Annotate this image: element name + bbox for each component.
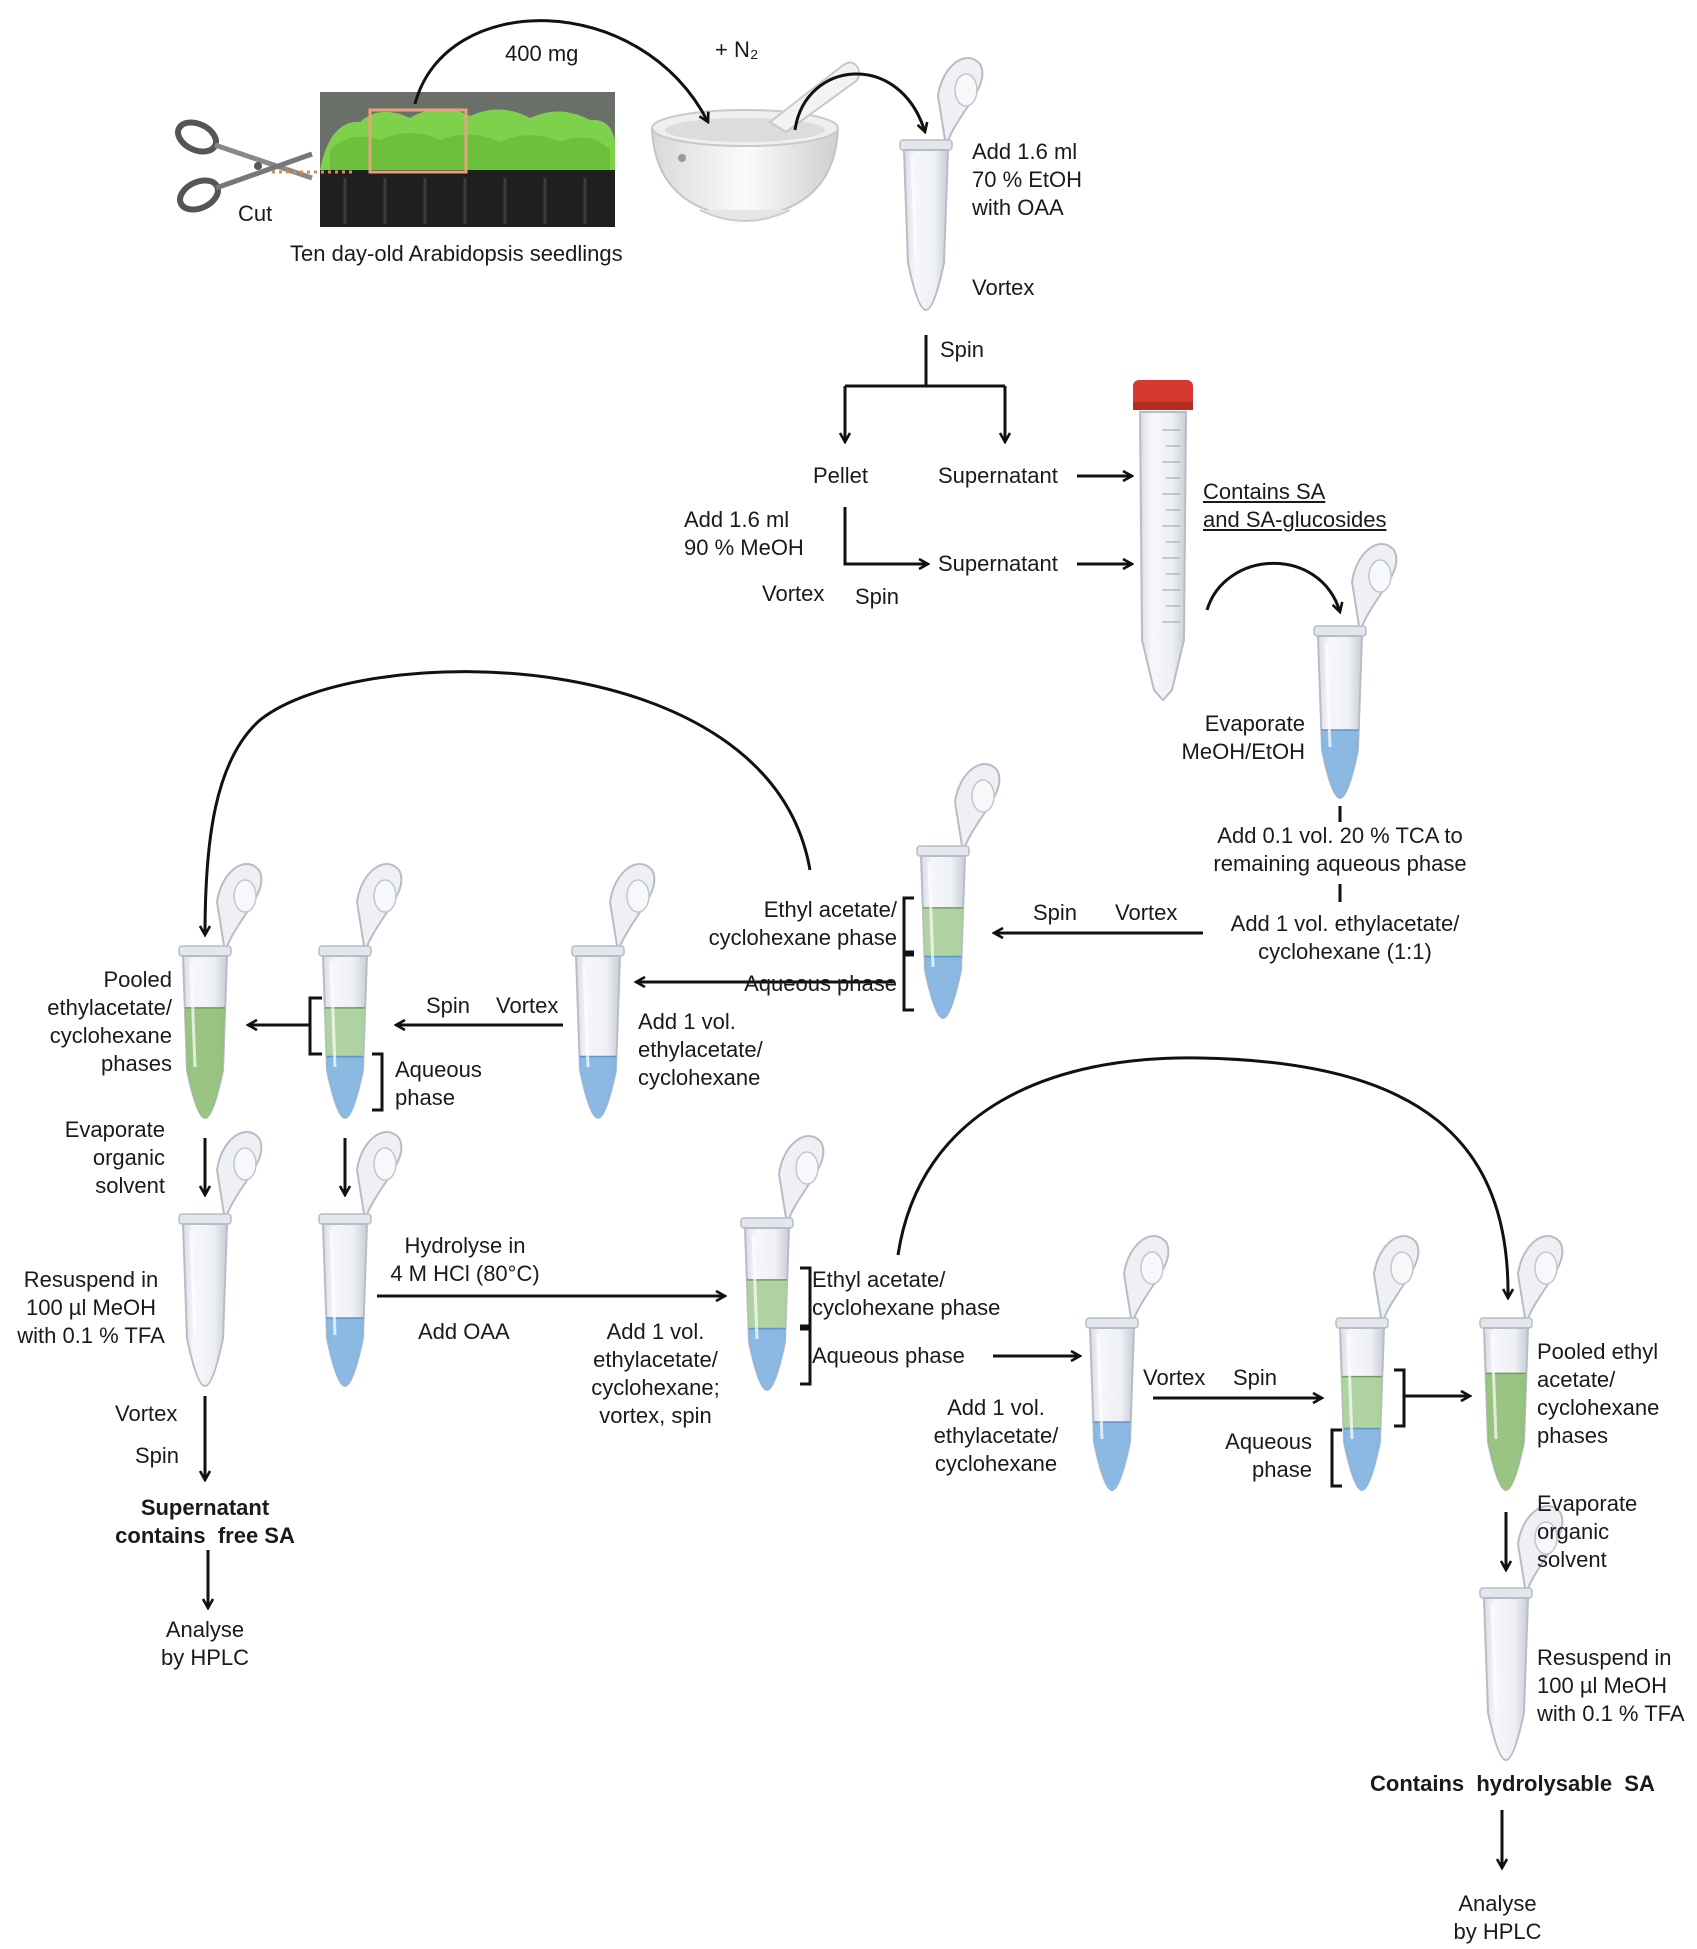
tube-group (178, 57, 1564, 1762)
supernatant-label-1: Supernatant (938, 463, 1058, 488)
add-ea-hydrolysed-label: Add 1 vol. ethylacetate/ cyclohexane; vo… (591, 1319, 720, 1428)
spin-label-1: Spin (940, 337, 985, 362)
aqueous-phase-label-3: Aqueous phase (812, 1343, 965, 1368)
bracket-aqueous-1 (372, 1052, 384, 1112)
tube-resuspended-1-icon (178, 1131, 263, 1388)
tube-resuspended-2-icon (1479, 1505, 1564, 1762)
hydrolysable-sa-result: Contains hydrolysable SA (1370, 1771, 1655, 1796)
bracket-ea-2 (800, 1266, 812, 1328)
tube-pooled-1-icon (178, 863, 263, 1120)
spin-label-4: Spin (426, 993, 471, 1018)
aqueous-phase-label-1: Aqueous phase (744, 971, 897, 996)
vortex-label-3: Vortex (1115, 900, 1178, 925)
resuspend-label-1: Resuspend in 100 µl MeOH with 0.1 % TFA (17, 1267, 165, 1348)
tube-split-1-icon (318, 863, 403, 1120)
seedlings-photo (320, 92, 615, 227)
bracket-ea-1 (902, 896, 914, 954)
tube-first-extraction-icon (916, 763, 1001, 1020)
evaporate-organic-label-1: Evaporate organic solvent (64, 1117, 165, 1198)
spin-label-5: Spin (135, 1443, 180, 1468)
analyse-hplc-label-2: Analyse by HPLC (1453, 1891, 1542, 1944)
ea-phase-label-2: Ethyl acetate/ cyclohexane phase (812, 1267, 1001, 1320)
pooled-phases-label-1: Pooled ethylacetate/ cyclohexane phases (47, 967, 172, 1076)
extraction-step-2: Add 1.6 ml 90 % MeOH (684, 507, 804, 560)
arrow-big-loop-left (205, 670, 812, 935)
ea-phase-label-1: Ethyl acetate/ cyclohexane phase (708, 897, 897, 950)
pooled-phases-label-2: Pooled ethyl acetate/ cyclohexane phases (1537, 1339, 1660, 1448)
arrow-big-loop-right (896, 1056, 1508, 1298)
sample-region-box (368, 108, 468, 174)
tube-split-2-icon (1335, 1235, 1420, 1492)
vortex-label-2: Vortex (762, 581, 825, 606)
tube-aqueous-hcl-icon (318, 1131, 403, 1388)
tube-hydrolysed-split-icon (740, 1135, 825, 1392)
hydrolyse-label: Hydrolyse in 4 M HCl (80°C) (390, 1233, 540, 1286)
add-ea-step-label: Add 1 vol. ethylacetate/ cyclohexane (1:… (1230, 911, 1460, 964)
add-oaa-label: Add OAA (418, 1319, 510, 1344)
cut-label: Cut (238, 201, 273, 226)
flow-arrows (205, 19, 1508, 1868)
add-ea-step-label-3: Add 1 vol. ethylacetate/ cyclohexane (933, 1395, 1059, 1476)
contains-sa-label: Contains SA and SA-glucosides (1203, 479, 1387, 532)
aqueous-phase-label-2: Aqueous phase (395, 1057, 482, 1110)
arrow-pellet-to-supernatant-2 (843, 507, 928, 564)
nitrogen-label: + N₂ (715, 37, 759, 62)
vortex-label-1: Vortex (972, 275, 1035, 300)
evaporate-organic-label-2: Evaporate organic solvent (1537, 1491, 1638, 1572)
bracket-split (308, 996, 322, 1056)
supernatant-label-2: Supernatant (938, 551, 1058, 576)
vortex-label-4: Vortex (496, 993, 559, 1018)
analyse-hplc-label-1: Analyse by HPLC (160, 1617, 250, 1670)
mortar-pestle-icon (650, 61, 861, 222)
vortex-label-6: Vortex (1143, 1365, 1206, 1390)
tca-step-label: Add 0.1 vol. 20 % TCA to remaining aqueo… (1213, 823, 1467, 876)
aqueous-phase-label-4: Aqueous phase (1225, 1429, 1312, 1482)
bracket-aq-2 (800, 1327, 812, 1386)
falcon-tube-icon (1133, 380, 1193, 702)
extraction-step-1: Add 1.6 ml 70 % EtOH with OAA (972, 139, 1083, 220)
arrow-mortar-to-tube (793, 72, 925, 132)
arrow-photo-to-mortar (413, 19, 708, 122)
tube-extraction-icon (899, 57, 984, 312)
spin-label-3: Spin (1033, 900, 1078, 925)
weight-label: 400 mg (505, 41, 579, 66)
seedlings-caption: Ten day-old Arabidopsis seedlings (290, 241, 623, 266)
spin-label-6: Spin (1233, 1365, 1278, 1390)
add-ea-step-label-2: Add 1 vol. ethylacetate/ cyclohexane (638, 1009, 763, 1090)
free-sa-result: Supernatant contains free SA (115, 1495, 295, 1548)
arrow-falcon-to-tube (1205, 561, 1340, 612)
resuspend-label-2: Resuspend in 100 µl MeOH with 0.1 % TFA (1537, 1645, 1685, 1726)
bracket-aq-3 (1330, 1428, 1342, 1488)
bracket-aq-1 (902, 953, 914, 1012)
evaporate-meoh-label: Evaporate MeOH/EtOH (1181, 711, 1305, 764)
vortex-label-5: Vortex (115, 1401, 178, 1426)
tube-evaporated-icon (1313, 543, 1398, 800)
pellet-label: Pellet (813, 463, 869, 488)
spin-label-2: Spin (855, 584, 900, 609)
tube-aqueous-1-icon (571, 863, 656, 1120)
bracket-ea-3 (1394, 1368, 1406, 1428)
